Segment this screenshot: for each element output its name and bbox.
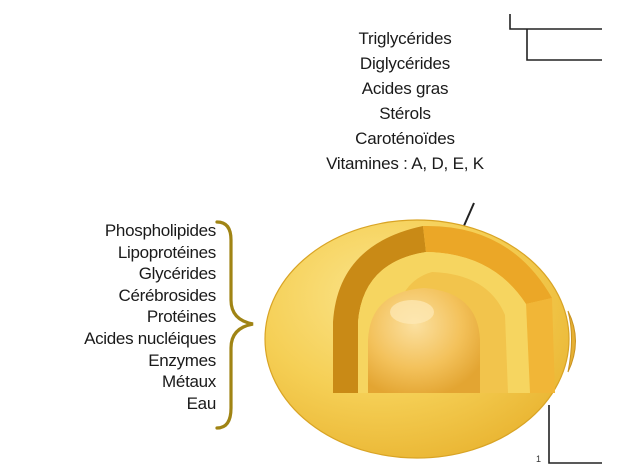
core-item: Caroténoïdes bbox=[270, 126, 540, 151]
core-item: Vitamines : A, D, E, K bbox=[270, 151, 540, 176]
cut-face-right bbox=[526, 298, 555, 393]
membrane-item: Métaux bbox=[0, 371, 216, 393]
membrane-item: Protéines bbox=[0, 306, 216, 328]
membrane-item: Lipoprotéines bbox=[0, 242, 216, 264]
membrane-components-list: Phospholipides Lipoprotéines Glycérides … bbox=[0, 220, 216, 414]
core-components-list: Triglycérides Diglycérides Acides gras S… bbox=[270, 26, 540, 176]
bottom-right-bracket bbox=[549, 405, 602, 463]
membrane-item: Enzymes bbox=[0, 350, 216, 372]
core-item: Stérols bbox=[270, 101, 540, 126]
membrane-item: Cérébrosides bbox=[0, 285, 216, 307]
membrane-item: Eau bbox=[0, 393, 216, 415]
core-pointer-line bbox=[463, 203, 474, 228]
core-highlight bbox=[390, 300, 434, 324]
membrane-item: Glycérides bbox=[0, 263, 216, 285]
membrane-item: Acides nucléiques bbox=[0, 328, 216, 350]
core-item: Acides gras bbox=[270, 76, 540, 101]
core-item: Diglycérides bbox=[270, 51, 540, 76]
corner-mark: 1 bbox=[536, 454, 541, 464]
membrane-brace bbox=[217, 222, 253, 428]
membrane-item: Phospholipides bbox=[0, 220, 216, 242]
core-item: Triglycérides bbox=[270, 26, 540, 51]
